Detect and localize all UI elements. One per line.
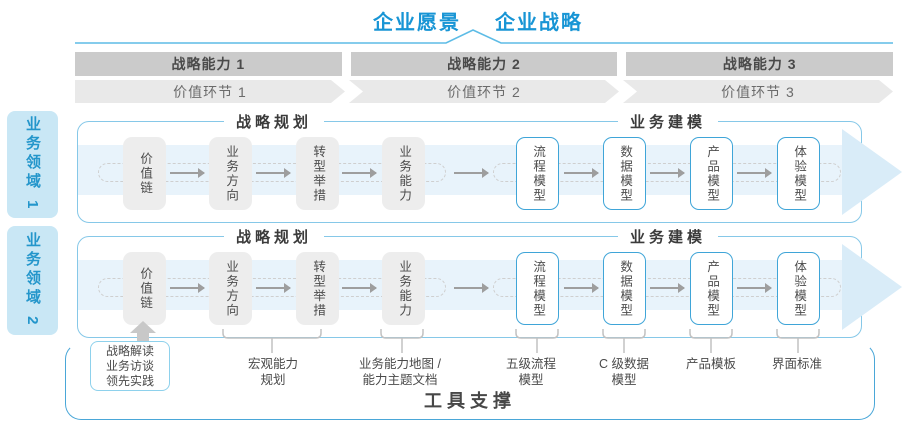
arrow-right-icon bbox=[454, 283, 489, 293]
annotation-ui-standard: 界面标准 bbox=[771, 357, 822, 371]
annotation-capability-map: 业务能力地图 / 能力主题文档 bbox=[359, 357, 441, 387]
flow-box-product-model: 产品模型 bbox=[690, 137, 733, 210]
arrow-right-icon bbox=[650, 283, 685, 293]
flow-arrowhead-icon bbox=[842, 244, 902, 330]
arrow-right-icon bbox=[564, 168, 599, 178]
flow-box-process-model: 流程模型 bbox=[516, 137, 559, 210]
annotation-macro-capability: 宏观能力 规划 bbox=[247, 357, 298, 387]
annotation-process-model: 五级流程 模型 bbox=[505, 357, 556, 387]
flow-box-process-model: 流程模型 bbox=[516, 252, 559, 325]
brace-data-model bbox=[602, 329, 646, 353]
arrow-right-icon bbox=[454, 168, 489, 178]
flow-box-transformation-initiative: 转型举措 bbox=[296, 252, 339, 325]
dashed-capsule-planning bbox=[98, 163, 446, 182]
arrow-right-icon bbox=[650, 168, 685, 178]
arrow-up-shaft bbox=[137, 333, 149, 343]
flow-arrowhead-icon bbox=[842, 129, 902, 215]
dashed-capsule-modeling bbox=[493, 278, 841, 297]
annotation-product-template: 产品模板 bbox=[685, 357, 736, 371]
flow-box-business-direction: 业务方向 bbox=[209, 252, 252, 325]
flow-box-experience-model: 体验模型 bbox=[777, 252, 820, 325]
business-domain-1-label: 业务领域 1 bbox=[7, 111, 58, 218]
capability-bar-3: 战略能力 3 bbox=[626, 52, 894, 76]
dashed-capsule-planning bbox=[98, 278, 446, 297]
arrow-right-icon bbox=[737, 283, 772, 293]
section-label-planning: 战略规划 bbox=[223, 226, 325, 247]
flow-box-transformation-initiative: 转型举措 bbox=[296, 137, 339, 210]
value-link-chevrons: 价值环节 1 价值环节 2 价值环节 3 bbox=[75, 80, 893, 103]
brace-process-model bbox=[515, 329, 559, 353]
flow-row-domain-2: 战略规划 业务建模 价值链 业务方向 转型举措 业务能力 流程模型 数据模型 产… bbox=[77, 226, 902, 338]
flow-box-product-model: 产品模型 bbox=[690, 252, 733, 325]
arrow-right-icon bbox=[564, 283, 599, 293]
brace-ui-standard bbox=[776, 329, 820, 353]
flow-box-experience-model: 体验模型 bbox=[777, 137, 820, 210]
value-link-1: 价值环节 1 bbox=[75, 80, 345, 103]
tool-support-label: 工具支撑 bbox=[424, 391, 516, 411]
flow-box-data-model: 数据模型 bbox=[603, 252, 646, 325]
business-domain-2-label: 业务领域 2 bbox=[7, 226, 58, 335]
arrow-right-icon bbox=[342, 168, 377, 178]
section-label-modeling: 业务建模 bbox=[617, 226, 719, 247]
capability-bar-1: 战略能力 1 bbox=[75, 52, 342, 76]
section-label-modeling: 业务建模 bbox=[617, 111, 719, 132]
annotation-data-model: C 级数据 模型 bbox=[598, 357, 649, 387]
flow-box-business-direction: 业务方向 bbox=[209, 137, 252, 210]
brace-macro-capability bbox=[222, 329, 322, 353]
caret-divider-line bbox=[75, 29, 893, 44]
practice-annotation-box: 战略解读 业务访谈 领先实践 bbox=[90, 341, 170, 391]
flow-row-domain-1: 战略规划 业务建模 价值链 业务方向 转型举措 业务能力 流程模型 数据模型 产… bbox=[77, 111, 902, 223]
brace-capability-map bbox=[380, 329, 424, 353]
vision-title: 企业愿景 bbox=[373, 12, 461, 34]
arrow-up-head bbox=[130, 321, 156, 333]
tool-support-container: 工具支撑 bbox=[65, 343, 875, 420]
flow-box-business-capability: 业务能力 bbox=[382, 252, 425, 325]
arrow-right-icon bbox=[170, 168, 205, 178]
value-link-2: 价值环节 2 bbox=[349, 80, 619, 103]
arrow-right-icon bbox=[342, 283, 377, 293]
arrow-right-icon bbox=[170, 283, 205, 293]
strategy-title: 企业战略 bbox=[495, 12, 583, 34]
section-label-planning: 战略规划 bbox=[223, 111, 325, 132]
capability-bar-2: 战略能力 2 bbox=[350, 52, 618, 76]
arrow-right-icon bbox=[256, 283, 291, 293]
value-link-3: 价值环节 3 bbox=[623, 80, 893, 103]
brace-product-template bbox=[689, 329, 733, 353]
arrow-right-icon bbox=[256, 168, 291, 178]
flow-box-value-chain: 价值链 bbox=[123, 252, 166, 325]
dashed-capsule-modeling bbox=[493, 163, 841, 182]
arrow-right-icon bbox=[737, 168, 772, 178]
flow-box-value-chain: 价值链 bbox=[123, 137, 166, 210]
arrow-up-icon bbox=[130, 321, 156, 343]
flow-box-data-model: 数据模型 bbox=[603, 137, 646, 210]
page-title: 企业愿景 企业战略 bbox=[23, 6, 910, 35]
flow-box-business-capability: 业务能力 bbox=[382, 137, 425, 210]
strategic-capability-bars: 战略能力 1 战略能力 2 战略能力 3 bbox=[75, 52, 894, 76]
